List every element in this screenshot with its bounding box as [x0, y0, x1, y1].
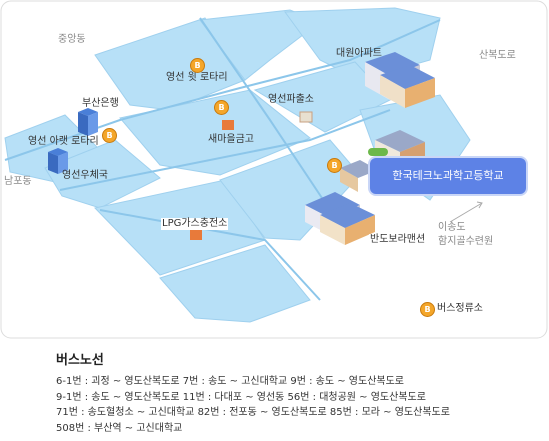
label-sanbok-road: 산복도로 [479, 50, 516, 61]
road-block-top-left [94, 17, 246, 111]
bus-routes-title: 버스노선 [56, 353, 104, 368]
saemaeul-bank-building [222, 120, 234, 130]
label-busan-bank: 부산은행 [82, 98, 119, 109]
school-trees [368, 148, 388, 156]
daewon-apartment-buildings [365, 52, 435, 108]
label-bando-bora-mansion: 반도보라맨션 [369, 234, 427, 246]
road-block-bottom [159, 244, 311, 323]
post-front [58, 152, 68, 174]
bus-routes-section: 버스노선 6-1번 : 괴정 ~ 영도산복도로 7번 : 송도 ~ 고신대학교 … [56, 349, 536, 436]
route-line: 508번 : 부산역 ~ 고신대학교 [56, 422, 183, 434]
bando-bora-mansion-buildings [305, 192, 375, 245]
mansion-front-2 [345, 215, 375, 245]
road-line-3 [99, 209, 321, 301]
direction-arrow [449, 202, 483, 223]
bus-stop-icon: B [327, 158, 342, 173]
label-yeongseon-upper-rotary: 영선 윗 로타리 [166, 72, 228, 83]
bank-front [88, 112, 98, 136]
area-map [0, 0, 548, 339]
label-jungang-dong: 중앙동 [58, 34, 86, 45]
road-block-top-middle [199, 9, 322, 81]
bus-stop-icon: B [214, 100, 229, 115]
bank-side [78, 112, 88, 136]
post-side [48, 152, 58, 174]
direction-arrow-head [476, 201, 483, 209]
lpg-station-building [190, 230, 202, 240]
busan-bank-building [78, 108, 98, 136]
school-highlight-label[interactable]: 한국테크노과학고등학교 [370, 158, 526, 194]
road-block-center [119, 89, 311, 176]
label-yeongseon-lower-rotary: 영선 아랫 로타리 [28, 136, 99, 147]
road-block-left-lower [44, 139, 161, 209]
school-annex-roof [340, 160, 378, 178]
school-roof [375, 130, 425, 152]
route-line: 9-1번 : 송도 ~ 영도산복도로 11번 : 다대포 ~ 영선동 56번 :… [56, 391, 426, 403]
mansion-side-2 [320, 215, 345, 245]
label-isong-do: 이송도 [438, 222, 466, 233]
label-yeongseon-post-office: 영선우체국 [62, 170, 108, 181]
bus-stop-icon: B [190, 58, 205, 73]
label-nampo-dong: 남포동 [4, 176, 32, 187]
route-line: 6-1번 : 괴정 ~ 영도산복도로 7번 : 송도 ~ 고신대학교 9번 : … [56, 376, 405, 387]
label-hamji-reservoir: 함지골수련원 [438, 236, 494, 247]
police-box-building [299, 111, 313, 123]
road-line-4 [199, 17, 331, 211]
label-yeongseon-police-box: 영선파출소 [268, 94, 314, 105]
label-daewon-apt: 대원아파트 [336, 48, 382, 59]
apt-side-2 [380, 75, 405, 108]
label-lpg-station: LPG가스충전소 [161, 218, 229, 230]
route-line: 71번 : 송도혈청소 ~ 고신대학교 82번 : 전포동 ~ 영도산복도로 8… [56, 407, 450, 418]
road-line-2 [59, 109, 391, 191]
small-buildings [48, 108, 313, 240]
mansion-roof-1 [305, 192, 360, 218]
apt-roof-2 [380, 65, 435, 89]
school-annex-front [340, 168, 358, 192]
post-office-building [48, 148, 68, 174]
legend-bus-stop-label: 버스정류소 [437, 303, 483, 314]
bus-stop-icon: B [420, 302, 435, 317]
mansion-roof-2 [320, 203, 375, 228]
label-saemaeul-bank: 새마을금고 [208, 134, 254, 145]
road-network [4, 7, 471, 323]
bus-stop-icon: B [102, 128, 117, 143]
apt-front-2 [405, 78, 435, 108]
